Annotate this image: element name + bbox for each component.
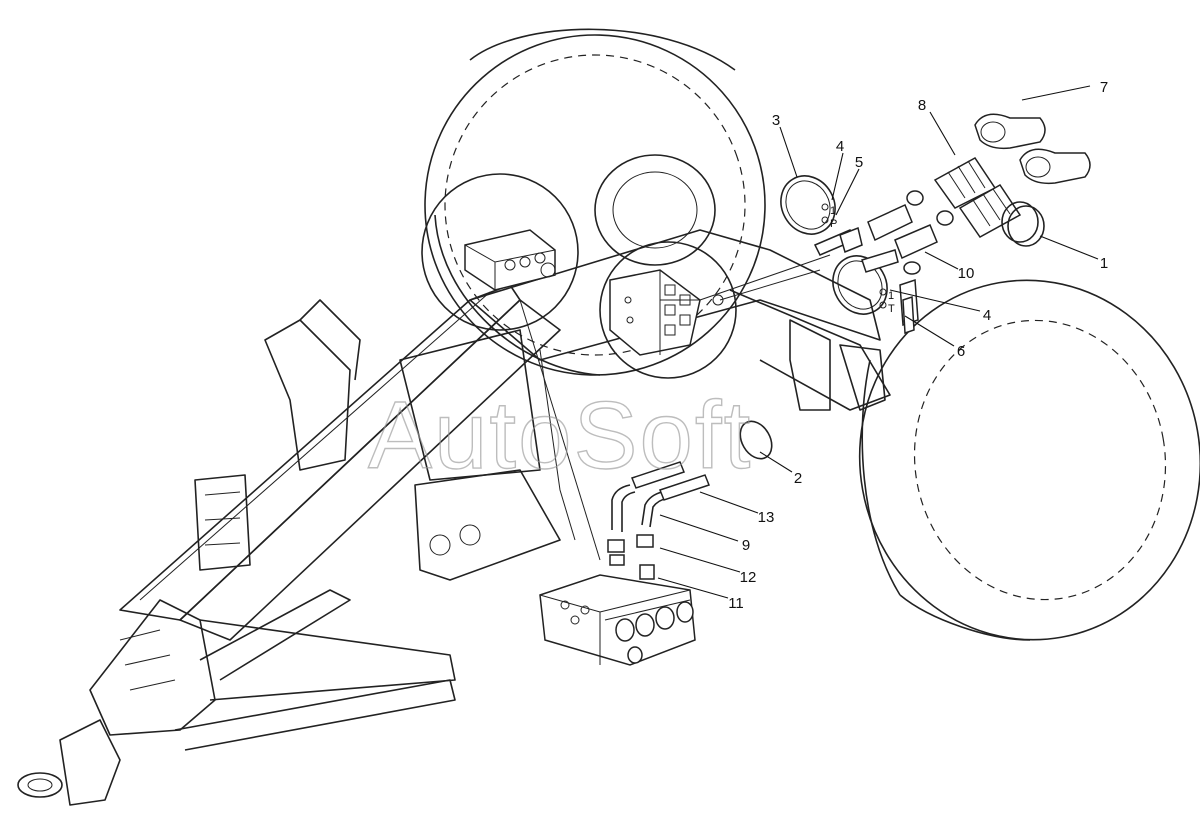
control-valve-block <box>539 574 696 666</box>
callout-c7: 7 <box>1100 79 1108 96</box>
callout-c6: 6 <box>957 343 965 360</box>
leader-line-c6 <box>904 315 955 347</box>
port-label-pP: P <box>830 218 837 230</box>
callout-c2: 2 <box>794 470 802 487</box>
callout-c1: 1 <box>1100 255 1108 272</box>
right-wheel <box>858 279 1200 641</box>
leader-line-c1 <box>1039 235 1099 260</box>
callout-c13: 13 <box>758 509 775 526</box>
callout-c4a: 4 <box>836 138 844 155</box>
callout-c3: 3 <box>772 112 780 129</box>
watermark: AutoSoft <box>368 382 752 489</box>
leader-line-c13 <box>699 491 759 514</box>
lower-fittings <box>607 461 710 580</box>
callout-c5: 5 <box>855 154 863 171</box>
leader-line-c8 <box>929 111 956 156</box>
rear-wheel <box>424 28 766 376</box>
leader-line-c9 <box>659 514 739 542</box>
valve-detail-left <box>464 229 556 291</box>
leader-line-c2 <box>759 451 793 473</box>
detail-circles <box>421 173 737 379</box>
port-label-p1b: 1 <box>888 290 894 302</box>
hose-lines <box>519 254 831 561</box>
leader-line-c11 <box>657 577 729 599</box>
coupler-assembly <box>739 113 1091 460</box>
callout-c9: 9 <box>742 537 750 554</box>
callout-c8: 8 <box>918 97 926 114</box>
leader-line-c7 <box>1021 85 1091 101</box>
leader-line-c3 <box>779 126 798 178</box>
leader-line-c4b <box>889 289 981 312</box>
callout-c4b: 4 <box>983 307 991 324</box>
mounting-plate-detail <box>609 269 724 356</box>
chassis-frame <box>17 229 891 806</box>
leader-line-c10 <box>924 251 959 270</box>
callout-leaders <box>657 85 1099 599</box>
leader-line-c12 <box>659 547 741 573</box>
callout-c12: 12 <box>740 569 757 586</box>
port-label-pT: T <box>888 303 895 315</box>
callout-c10: 10 <box>958 265 975 282</box>
callout-c11: 11 <box>728 595 744 612</box>
leader-line-c5 <box>835 168 860 216</box>
port-label-p1a: 1 <box>830 205 836 217</box>
leader-line-c4a <box>831 152 844 201</box>
